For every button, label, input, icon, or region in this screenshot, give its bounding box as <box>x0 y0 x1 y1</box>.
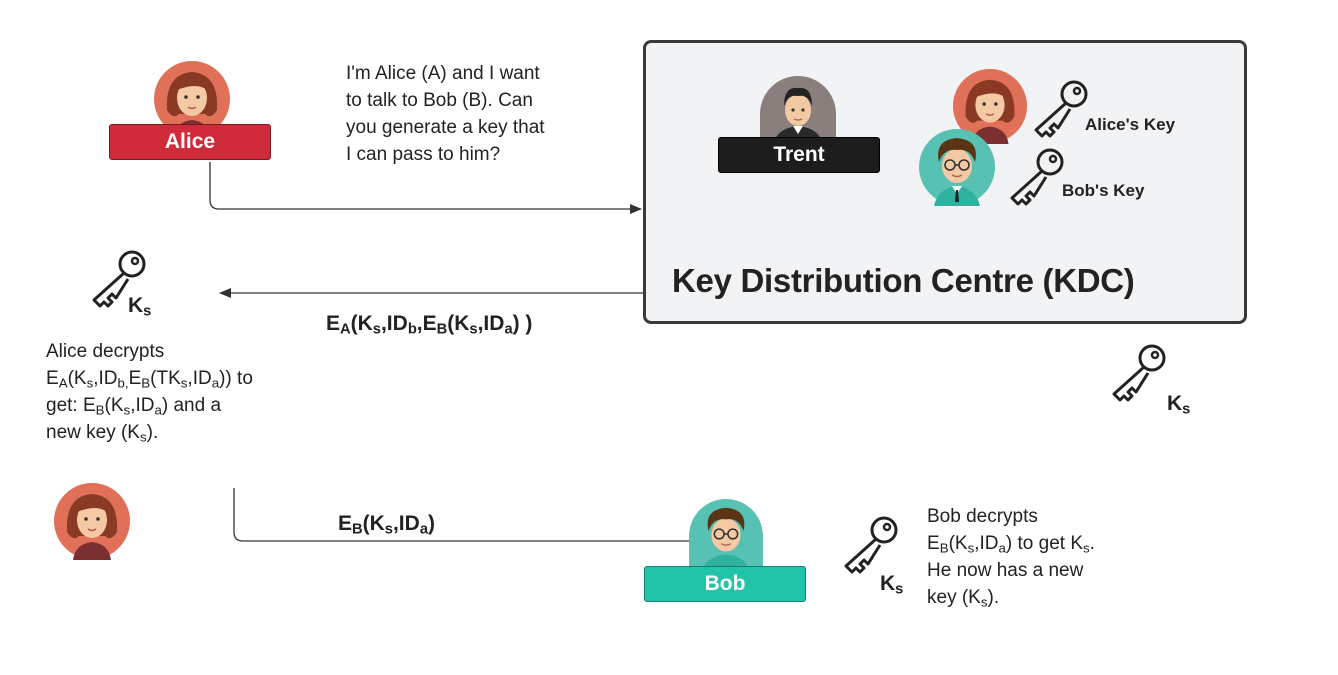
bob-avatar <box>919 129 995 206</box>
alice-tag: Alice <box>109 124 271 160</box>
kdc-title: Key Distribution Centre (KDC) <box>672 262 1135 299</box>
bob-key-label: Bob's Key <box>1062 181 1145 200</box>
session-key-label: Ks <box>880 572 904 598</box>
trent-avatar <box>760 76 836 142</box>
alice-avatar <box>952 68 1028 144</box>
request-line: I'm Alice (A) and I want <box>346 63 540 84</box>
key-icon <box>1112 344 1166 402</box>
key-icon <box>1010 148 1064 206</box>
key-icon <box>844 516 898 574</box>
session-key-label: Ks <box>128 294 152 320</box>
alice-avatar <box>54 483 130 560</box>
trent-tag: Trent <box>718 137 880 173</box>
bob-tag: Bob <box>644 566 806 602</box>
bob-decrypts-note: Bob decrypts EB(Ks,IDa) to get Ks. He no… <box>927 506 1095 610</box>
request-message: I'm Alice (A) and I want to talk to Bob … <box>346 60 545 168</box>
request-arrow <box>209 162 642 214</box>
request-line: you generate a key that <box>346 117 545 138</box>
session-key-label: Ks <box>1167 392 1191 418</box>
request-line: to talk to Bob (B). Can <box>346 90 533 111</box>
alice-to-bob-message: EB(Ks,IDa) <box>338 512 435 538</box>
bob-avatar <box>689 498 763 568</box>
alice-decrypts-note: Alice decrypts EA(Ks,IDb,EB(TKs,IDa)) to… <box>46 341 253 445</box>
kdc-to-alice-message: EA(Ks,IDb,EB(Ks,IDa) ) <box>326 312 533 338</box>
request-line: I can pass to him? <box>346 144 501 165</box>
forward-line <box>233 488 700 542</box>
alice-key-label: Alice's Key <box>1085 115 1176 134</box>
key-icon <box>1034 80 1088 138</box>
